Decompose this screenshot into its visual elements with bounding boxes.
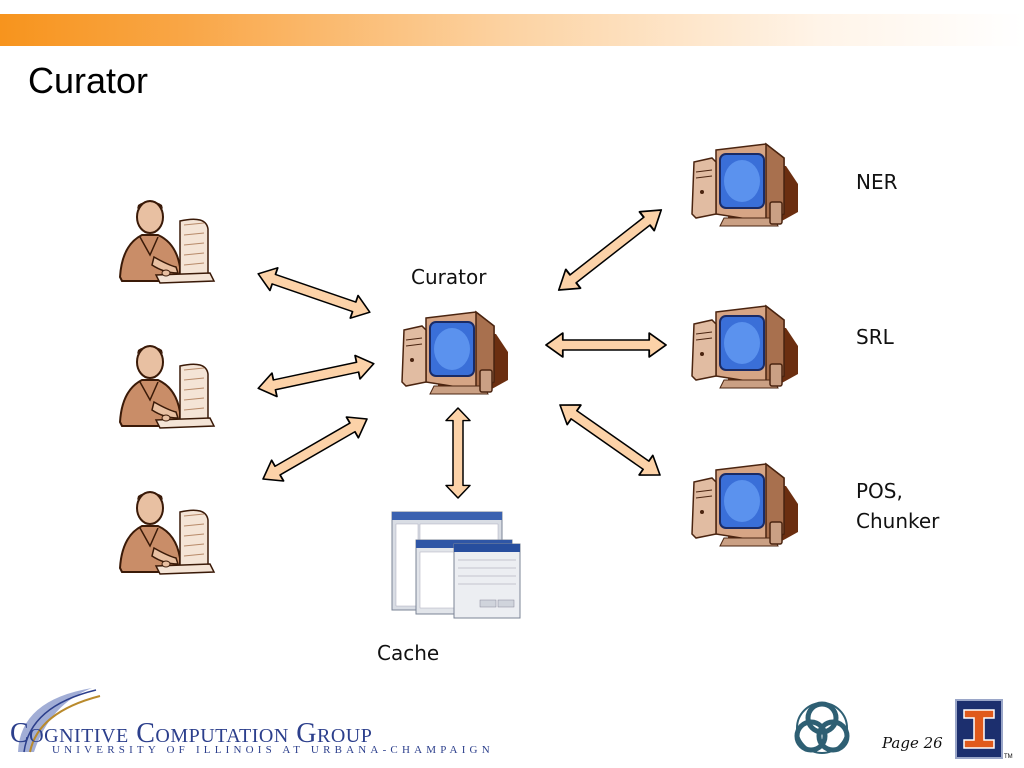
- arrow-user1-curator: [253, 261, 375, 325]
- cache-label: Cache: [377, 641, 440, 665]
- arrow-user2-curator: [254, 351, 378, 401]
- ccg-logo-subtitle: UNIVERSITY OF ILLINOIS AT URBANA-CHAMPAI…: [52, 744, 494, 756]
- arrow-curator-pos: [552, 394, 668, 486]
- arrow-user3-curator: [256, 407, 374, 491]
- user-icon: [119, 491, 215, 575]
- service-label-pos: POS,: [856, 479, 903, 503]
- service-label-chunker: Chunker: [856, 509, 940, 533]
- arrow-curator-cache: [445, 407, 471, 499]
- cache-windows-icon: [391, 511, 521, 619]
- service-label-srl: SRL: [856, 325, 894, 349]
- illinois-block-i-icon: [955, 699, 1003, 759]
- curator-computer-icon: [401, 311, 509, 395]
- arrow-curator-srl: [545, 332, 667, 358]
- service-label-ner: NER: [856, 170, 898, 194]
- ccg-logo-text: Cognitive Computation Group: [10, 718, 373, 749]
- user-icon: [119, 200, 215, 284]
- ner-computer-icon: [691, 143, 799, 227]
- srl-computer-icon: [691, 305, 799, 389]
- slide-title: Curator: [28, 60, 149, 101]
- ccg-logo-swoosh-icon: [18, 688, 101, 753]
- user-icon: [119, 345, 215, 429]
- trademark-mark: TM: [1004, 754, 1013, 760]
- arrow-curator-ner: [550, 199, 670, 301]
- knot-emblem-icon: [794, 701, 850, 754]
- page-number: Page 26: [882, 734, 943, 752]
- curator-label: Curator: [411, 265, 487, 289]
- title-accent-bar: [0, 14, 1024, 46]
- pos-chunker-computer-icon: [691, 463, 799, 547]
